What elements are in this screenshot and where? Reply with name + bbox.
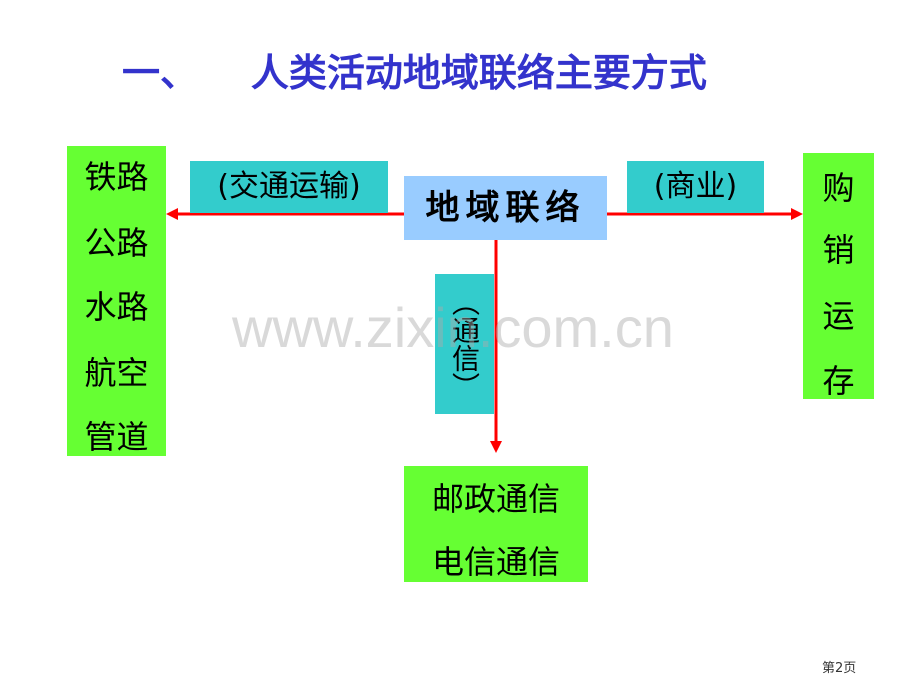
arrowhead-left	[166, 208, 178, 220]
mode-railway: 铁路	[84, 158, 149, 196]
page-number: 第2页	[822, 661, 857, 676]
mode-telecom: 电信通信	[431, 543, 560, 581]
mode-aviation: 航空	[84, 354, 149, 392]
transport-label: (交通运输)	[190, 161, 388, 213]
mode-postal: 邮政通信	[431, 480, 560, 518]
transport-modes-box: 铁路 公路 水路 航空 管道	[67, 146, 166, 456]
commerce-item: 运	[822, 297, 855, 335]
commerce-item: 购	[822, 169, 855, 207]
commerce-item: 销	[822, 231, 855, 269]
center-node: 地域联络	[404, 176, 607, 240]
mode-waterway: 水路	[84, 288, 149, 326]
mode-highway: 公路	[84, 224, 149, 262]
communication-label: （通信）	[435, 274, 494, 414]
arrowhead-right	[791, 208, 803, 220]
commerce-items-box: 购 销 运 存	[803, 153, 874, 400]
arrowhead-down	[490, 441, 502, 453]
commerce-label: (商业)	[627, 161, 764, 213]
slide-title: 一、 人类活动地域联络主要方式	[122, 51, 707, 95]
commerce-item: 存	[822, 362, 855, 400]
watermark: www.zixin.com.cn	[232, 296, 674, 359]
communication-modes-box: 邮政通信 电信通信	[404, 466, 588, 582]
mode-pipeline: 管道	[84, 418, 149, 456]
